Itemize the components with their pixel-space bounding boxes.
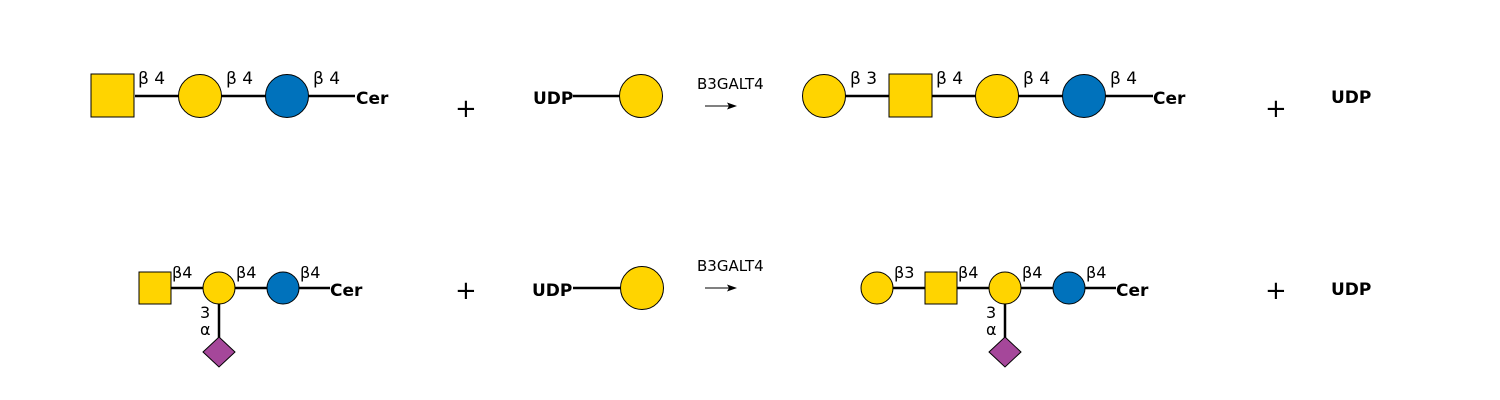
reaction-1: β 4 β 4 β 4 Cer + UDP B3GALT4 β 3 β 4: [90, 69, 1371, 124]
galactose-circle-icon: [178, 74, 222, 118]
galactose-circle-icon: [988, 271, 1022, 305]
enzyme-label: B3GALT4: [697, 75, 764, 93]
glucose-circle-icon: [1062, 74, 1106, 118]
linkage-label: β4: [1022, 263, 1042, 282]
linkage-label: β 4: [1023, 69, 1050, 89]
glucose-circle-icon: [265, 74, 309, 118]
linkage-label: β4: [236, 263, 256, 282]
plus-sign: +: [455, 276, 477, 306]
linkage-label: β 4: [226, 69, 253, 89]
linkage-label: β4: [172, 263, 192, 282]
galactose-circle-icon: [860, 271, 894, 305]
galnac-square-icon: [888, 73, 933, 118]
reaction-2: β4 β4 β4 3 α Cer + UDP B3GALT4: [138, 257, 1371, 368]
linkage-label: β 4: [313, 69, 340, 89]
arrow-head-icon: [727, 102, 737, 110]
product-glycan-1: β 3 β 4 β 4 β 4 Cer: [802, 69, 1186, 118]
linkage-position-label: 3: [200, 303, 210, 322]
galactose-circle-icon: [975, 74, 1019, 118]
linkage-label: β3: [894, 263, 914, 282]
plus-sign: +: [1265, 94, 1287, 124]
linkage-label: β4: [1086, 263, 1106, 282]
plus-sign: +: [1265, 276, 1287, 306]
galnac-square-icon: [924, 271, 958, 305]
reaction-arrow-2: B3GALT4: [697, 257, 764, 292]
linkage-label: β 4: [1110, 69, 1137, 89]
linkage-label: β4: [958, 263, 978, 282]
linkage-anomer-label: α: [200, 320, 211, 339]
linkage-label: β 4: [936, 69, 963, 89]
linkage-position-label: 3: [986, 303, 996, 322]
galnac-square-icon: [138, 271, 172, 305]
udp-byproduct-label: UDP: [1331, 280, 1371, 300]
galactose-circle-icon: [619, 74, 663, 118]
donor-udp-gal-1: UDP: [533, 74, 663, 118]
substrate-glycan-1: β 4 β 4 β 4 Cer: [90, 69, 389, 118]
linkage-label: β 3: [850, 69, 877, 89]
udp-label: UDP: [533, 89, 573, 109]
glucose-circle-icon: [1052, 271, 1086, 305]
plus-sign: +: [455, 94, 477, 124]
arrow-head-icon: [727, 284, 737, 292]
product-glycan-2: β3 β4 β4 β4 3 α Cer: [860, 263, 1149, 368]
donor-udp-gal-2: UDP: [532, 266, 664, 310]
galactose-circle-icon: [802, 74, 846, 118]
reaction-arrow-1: B3GALT4: [697, 75, 764, 110]
enzyme-label: B3GALT4: [697, 257, 764, 275]
linkage-label: β4: [300, 263, 320, 282]
galactose-circle-icon: [620, 266, 664, 310]
substrate-glycan-2: β4 β4 β4 3 α Cer: [138, 263, 363, 368]
glucose-circle-icon: [266, 271, 300, 305]
galactose-circle-icon: [202, 271, 236, 305]
sialic-acid-diamond-icon: [202, 336, 236, 368]
sialic-acid-diamond-icon: [988, 336, 1022, 368]
linkage-label: β 4: [138, 69, 165, 89]
ceramide-label: Cer: [1116, 281, 1149, 301]
ceramide-label: Cer: [1153, 89, 1186, 109]
ceramide-label: Cer: [330, 281, 363, 301]
galnac-square-icon: [90, 73, 135, 118]
udp-label: UDP: [532, 281, 572, 301]
udp-byproduct-label: UDP: [1331, 88, 1371, 108]
linkage-anomer-label: α: [986, 320, 997, 339]
ceramide-label: Cer: [356, 89, 389, 109]
